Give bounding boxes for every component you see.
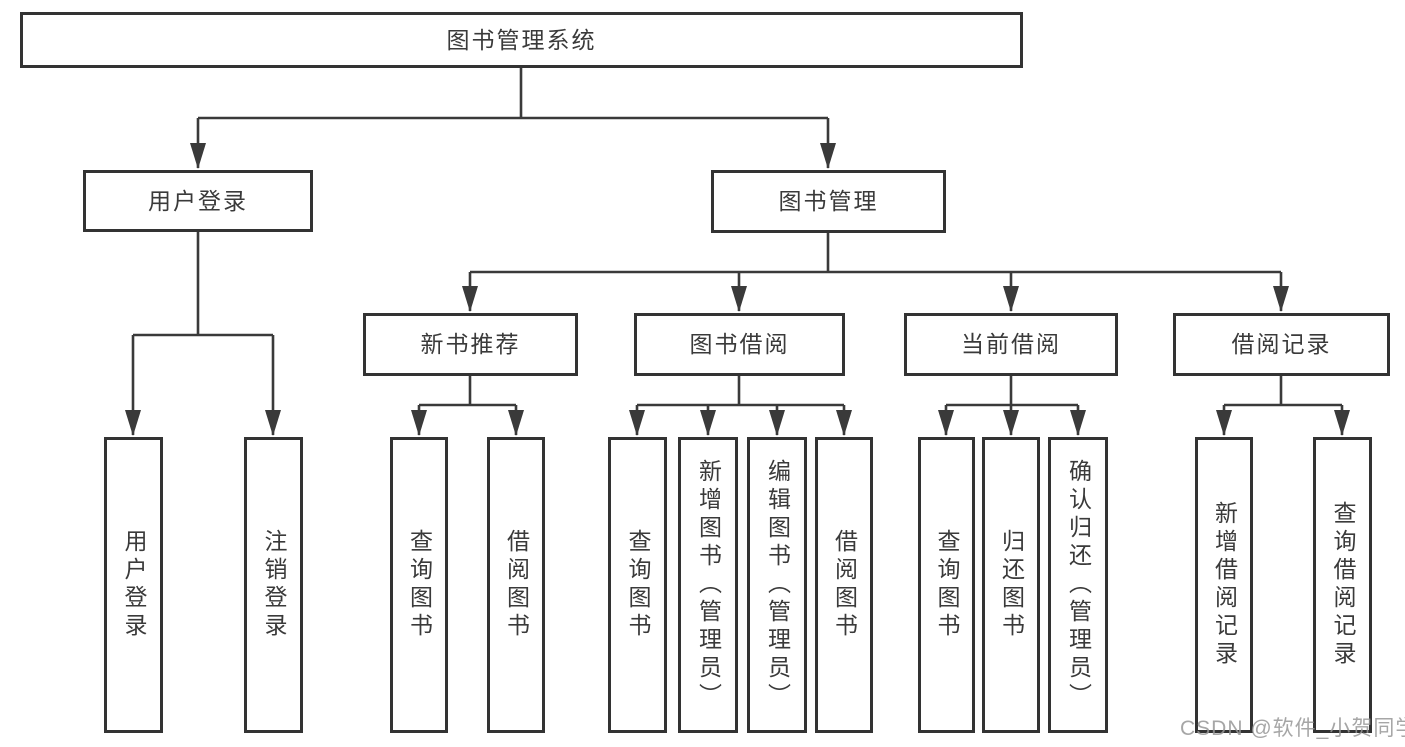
node-leaf-query-borrow-record: 查询借阅记录 <box>1313 437 1372 733</box>
node-new-book-recommend: 新书推荐 <box>363 313 578 376</box>
node-library-system: 图书管理系统 <box>20 12 1023 68</box>
node-leaf-query-books-2: 查询图书 <box>608 437 667 733</box>
node-leaf-edit-books-admin-label: 编辑图书（管理员） <box>764 459 791 711</box>
node-user-login-label: 用户登录 <box>148 187 248 214</box>
node-leaf-logout-label: 注销登录 <box>261 529 287 641</box>
node-leaf-query-books-2-label: 查询图书 <box>625 529 651 641</box>
node-leaf-borrow-books-1: 借阅图书 <box>487 437 545 733</box>
node-leaf-confirm-return-admin-label: 确认归还（管理员） <box>1065 459 1092 711</box>
node-book-borrow: 图书借阅 <box>634 313 845 376</box>
node-leaf-query-books-1: 查询图书 <box>390 437 448 733</box>
node-book-management-label: 图书管理 <box>778 188 879 214</box>
node-leaf-user-login-label: 用户登录 <box>121 529 147 641</box>
node-new-book-recommend-label: 新书推荐 <box>420 331 521 357</box>
node-library-system-label: 图书管理系统 <box>446 26 597 53</box>
node-leaf-return-books-label: 归还图书 <box>998 529 1025 641</box>
node-leaf-add-books-admin-label: 新增图书（管理员） <box>695 459 722 711</box>
node-borrow-records-label: 借阅记录 <box>1231 331 1332 357</box>
node-leaf-add-borrow-record: 新增借阅记录 <box>1195 437 1253 733</box>
node-leaf-edit-books-admin: 编辑图书（管理员） <box>747 437 807 733</box>
node-leaf-query-books-3: 查询图书 <box>918 437 975 733</box>
node-borrow-records: 借阅记录 <box>1173 313 1390 376</box>
node-book-management: 图书管理 <box>711 170 946 233</box>
node-user-login: 用户登录 <box>83 170 313 232</box>
node-leaf-borrow-books-1-label: 借阅图书 <box>503 529 530 641</box>
node-book-borrow-label: 图书借阅 <box>689 331 790 357</box>
node-leaf-query-books-3-label: 查询图书 <box>934 529 960 641</box>
node-leaf-query-books-1-label: 查询图书 <box>406 529 433 641</box>
node-leaf-user-login: 用户登录 <box>104 437 163 733</box>
watermark: CSDN @软件_小贺同学 <box>1180 717 1405 740</box>
node-leaf-return-books: 归还图书 <box>982 437 1040 733</box>
node-leaf-add-books-admin: 新增图书（管理员） <box>678 437 738 733</box>
node-leaf-borrow-books-2: 借阅图书 <box>815 437 873 733</box>
node-current-borrow: 当前借阅 <box>904 313 1118 376</box>
node-current-borrow-label: 当前借阅 <box>961 331 1061 357</box>
node-leaf-add-borrow-record-label: 新增借阅记录 <box>1211 501 1238 669</box>
node-leaf-borrow-books-2-label: 借阅图书 <box>831 529 858 641</box>
node-leaf-logout: 注销登录 <box>244 437 303 733</box>
node-leaf-confirm-return-admin: 确认归还（管理员） <box>1048 437 1108 733</box>
node-leaf-query-borrow-record-label: 查询借阅记录 <box>1330 501 1356 669</box>
